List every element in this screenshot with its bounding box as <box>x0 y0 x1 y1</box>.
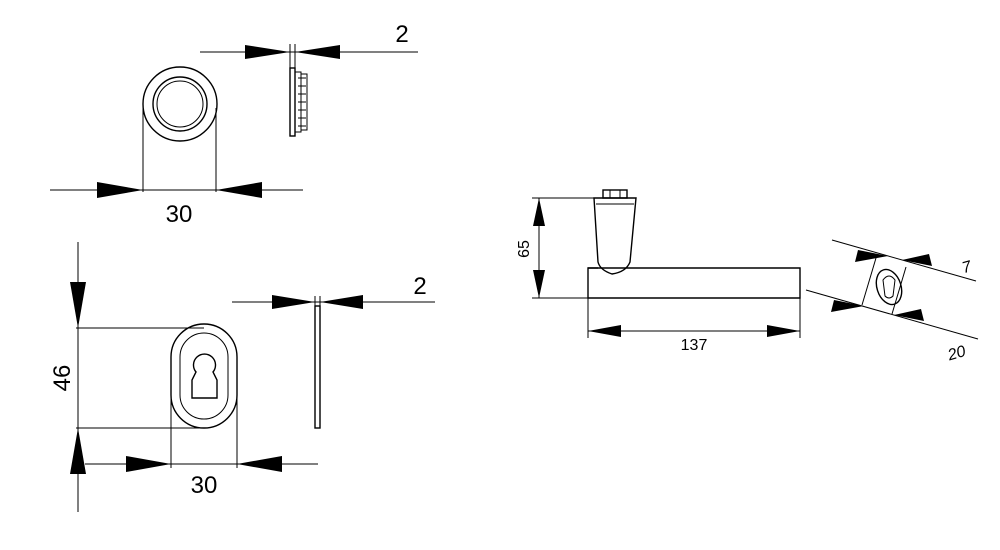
section-large-label: 20 <box>945 343 968 365</box>
escutcheon-width-dimension: 30 <box>85 456 318 499</box>
section-small-label: 7 <box>960 258 974 277</box>
rose-thickness-label: 2 <box>395 21 408 48</box>
escutcheon-width-label: 30 <box>191 472 218 499</box>
rose-width-label: 30 <box>166 201 193 228</box>
rose-width-dimension: 30 <box>50 182 303 228</box>
handle-height-dimension: 65 <box>516 198 545 298</box>
section-large-dimension: 20 <box>805 289 979 365</box>
oval-escutcheon-side-view <box>314 296 321 429</box>
round-rose-front-view <box>142 66 218 192</box>
escutcheon-thickness-dimension: 2 <box>232 273 435 309</box>
escutcheon-height-dimension: 46 <box>49 242 86 512</box>
handle-length-dimension: 137 <box>588 325 800 354</box>
lever-cross-section <box>861 257 907 315</box>
rose-thickness-dimension: 2 <box>200 21 418 59</box>
escutcheon-height-label: 46 <box>49 365 76 392</box>
handle-length-label: 137 <box>681 337 708 354</box>
round-rose-side-view <box>289 44 308 137</box>
handle-height-label: 65 <box>516 240 533 258</box>
lever-handle-side-view <box>532 189 801 338</box>
oval-escutcheon-front-view <box>76 323 238 468</box>
escutcheon-thickness-label: 2 <box>413 273 426 300</box>
